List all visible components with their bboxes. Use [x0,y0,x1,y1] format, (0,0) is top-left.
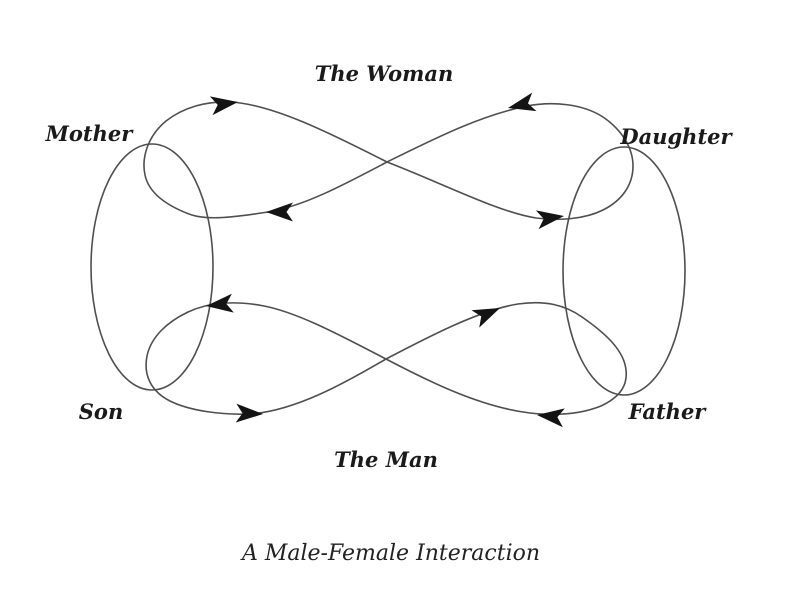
zone-label-man: The Man [334,447,438,472]
mother-son-ellipse [90,143,214,391]
node-label-father: Father [628,399,708,424]
daughter-father-ellipse [562,146,686,396]
woman-bottom-right-arrow [535,210,564,230]
woman-figure-eight [143,101,634,221]
woman-top-right-arrow [508,92,537,112]
man-bottom-right-arrow [537,408,565,428]
woman-bottom-left-arrow [266,202,293,222]
woman-top-left-arrow [209,96,238,116]
zone-label-woman: The Woman [315,61,454,86]
man-top-left-arrow [206,293,234,313]
node-label-son: Son [79,399,123,424]
man-top-right-arrow [471,308,500,328]
man-bottom-left-arrow [235,403,263,423]
man-figure-eight [145,301,627,416]
node-label-mother: Mother [45,121,135,146]
node-label-daughter: Daughter [619,124,733,149]
diagram-caption: A Male-Female Interaction [240,541,540,566]
